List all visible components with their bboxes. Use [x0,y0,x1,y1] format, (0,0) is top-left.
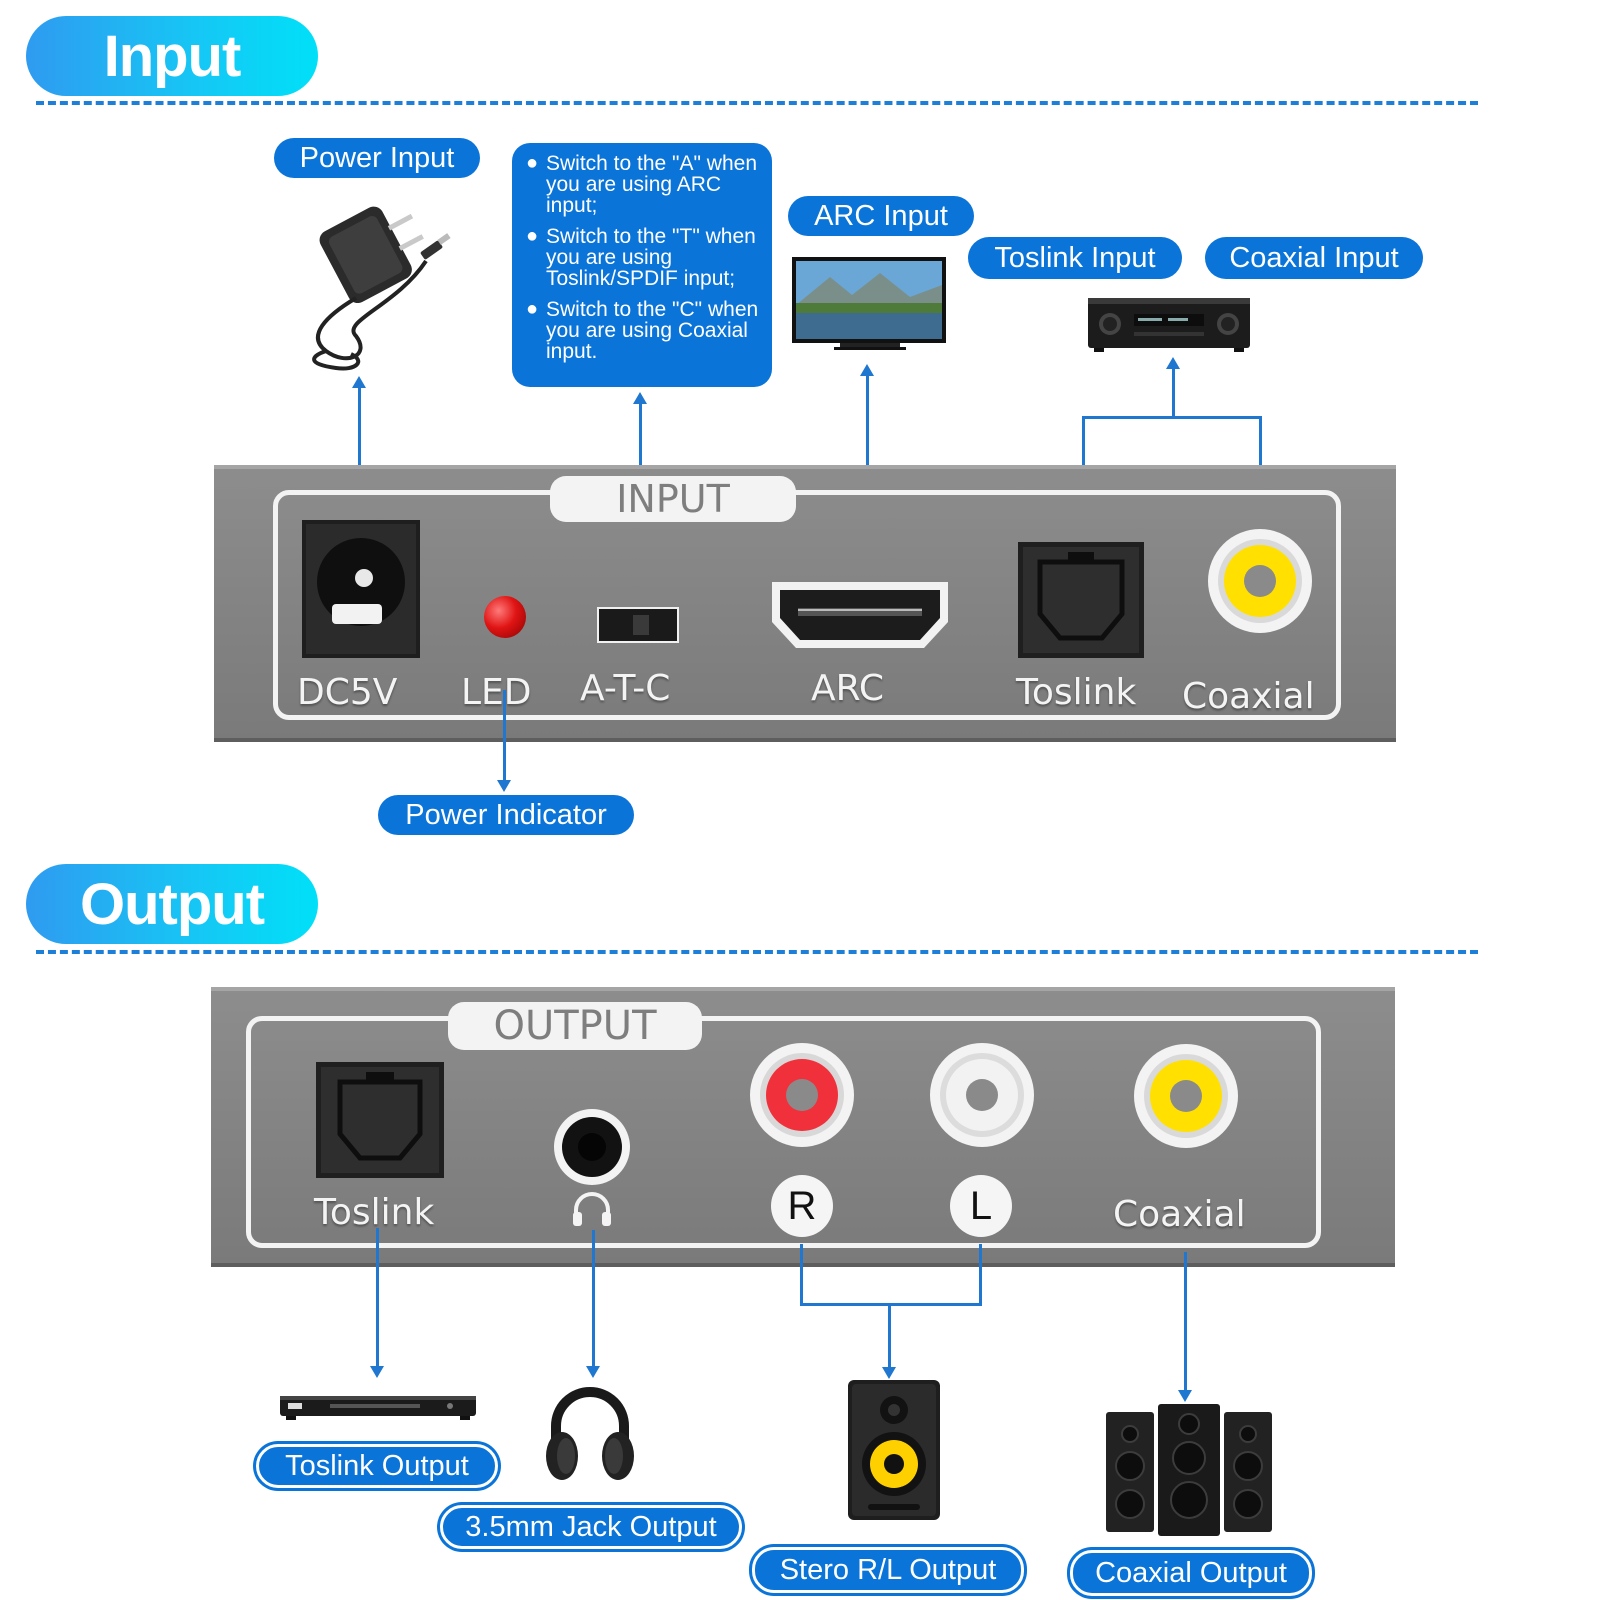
rear-connector-bar [1082,416,1262,419]
arrow-down-icon [497,780,511,792]
coaxial-output-port [1132,1042,1240,1150]
arrow-down-icon [370,1366,384,1378]
coaxial-output-label: Coaxial Output [1070,1550,1312,1596]
headphone-jack-port [553,1108,631,1186]
stereo-connector-stem [888,1303,891,1369]
av-receiver-icon [1088,294,1250,354]
dc-jack [302,520,420,658]
switch-knob [633,615,649,635]
switch-note-t: Switch to the "T" when you are using Tos… [546,225,756,290]
headphones-icon [542,1378,638,1482]
rca-left-port [929,1042,1035,1148]
toslink-output-connector [376,1228,379,1368]
dc5v-port-label: DC5V [297,672,398,713]
rca-left-label: L [950,1175,1012,1237]
rca-right-port [749,1042,855,1148]
tv-icon [790,255,950,355]
led-port-label: LED [461,672,532,713]
toslink-port-label: Toslink [1016,672,1137,713]
atc-switch[interactable] [597,607,679,643]
output-divider [36,950,1478,954]
power-input-label: Power Input [274,138,480,178]
rear-connector-stem [1172,367,1175,417]
input-panel-frame [273,490,1341,720]
power-indicator-label: Power Indicator [378,795,634,835]
coaxial-port-label: Coaxial [1182,676,1315,717]
switch-notes-box: ●Switch to the "A" when you are using AR… [512,143,772,387]
switch-note-a: Switch to the "A" when you are using ARC… [546,152,758,217]
output-panel-title: OUTPUT [448,1002,702,1050]
coaxial-input-port [1206,527,1314,635]
coaxial-input-label: Coaxial Input [1205,237,1423,279]
arrow-up-icon [352,376,366,388]
arrow-down-icon [586,1366,600,1378]
arc-input-label: ARC Input [788,196,974,236]
led-connector [503,690,506,782]
led-indicator [484,596,526,638]
input-divider [36,101,1478,105]
power-adapter-icon [286,186,456,376]
dvd-player-icon [280,1392,476,1422]
hdmi-port [768,578,952,652]
arrow-down-icon [882,1367,896,1379]
speaker-set-icon [1106,1404,1272,1536]
power-input-connector [358,385,361,502]
toslink-input-port [1018,542,1144,658]
rca-right-label: R [771,1175,833,1237]
arrow-up-icon [1166,357,1180,369]
jack-output-connector [592,1230,595,1368]
arrow-down-icon [1178,1390,1192,1402]
output-coaxial-port-label: Coaxial [1113,1194,1246,1235]
switch-note-c: Switch to the "C" when you are using Coa… [546,298,759,363]
stereo-output-label: Stero R/L Output [752,1547,1024,1593]
arc-port-label: ARC [811,668,884,709]
coaxial-output-connector [1184,1252,1187,1392]
input-section-title: Input [26,16,318,96]
output-panel-frame [246,1016,1321,1248]
jack-output-label: 3.5mm Jack Output [440,1505,742,1549]
atc-port-label: A-T-C [580,668,671,709]
stereo-connector-bar [800,1303,982,1306]
output-section-title: Output [26,864,318,944]
toslink-output-label: Toslink Output [256,1444,498,1488]
rca-right-connector [800,1244,803,1306]
input-panel-title: INPUT [550,476,796,522]
output-toslink-port-label: Toslink [314,1192,435,1233]
arrow-up-icon [633,392,647,404]
arrow-up-icon [860,364,874,376]
toslink-input-label: Toslink Input [968,237,1182,279]
headphone-jack-icon [570,1192,614,1228]
rca-left-connector [979,1244,982,1306]
toslink-output-port [316,1062,444,1178]
speaker-icon [848,1380,940,1520]
